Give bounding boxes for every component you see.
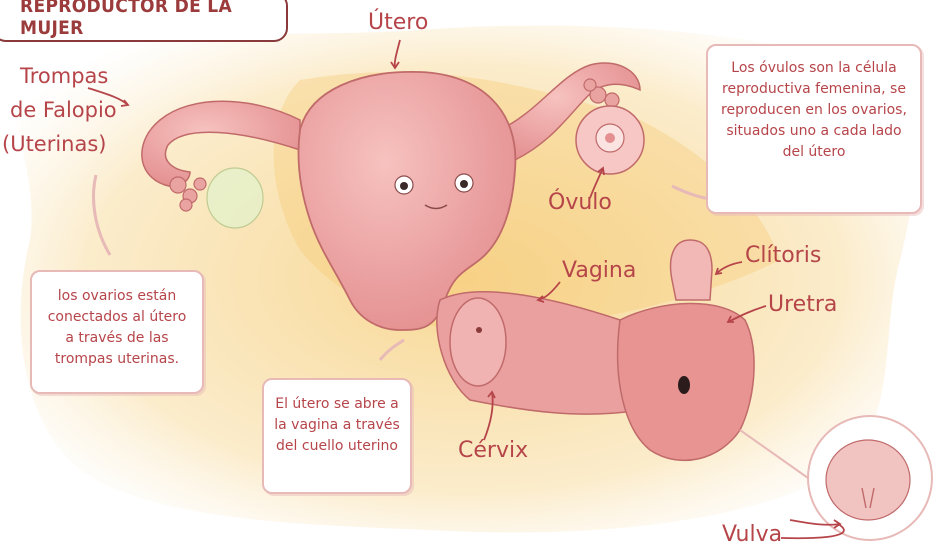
note-ovarios: los ovarios están conectados al útero a …	[30, 270, 204, 394]
note-ovulos: Los óvulos son la célula reproductiva fe…	[706, 44, 922, 214]
label-vagina: Vagina	[562, 258, 636, 283]
cervix	[450, 298, 506, 386]
ovary-left	[207, 168, 263, 228]
label-trompas-3: (Uterinas)	[2, 132, 107, 156]
label-ovulo: Óvulo	[548, 190, 612, 215]
clitoris	[671, 240, 712, 300]
label-uretra: Uretra	[768, 292, 837, 317]
note-cuello: El útero se abre a la vagina a través de…	[262, 378, 412, 494]
label-trompas-1: Trompas	[20, 64, 108, 88]
label-vulva: Vulva	[722, 522, 782, 547]
label-utero: Útero	[368, 10, 428, 35]
page-title: REPRODUCTOR DE LA MUJER	[20, 0, 286, 39]
label-cervix: Cérvix	[458, 438, 528, 463]
label-clitoris: Clítoris	[745, 243, 821, 268]
title-box: REPRODUCTOR DE LA MUJER	[0, 0, 288, 42]
label-trompas-2: de Falopio	[10, 98, 117, 122]
